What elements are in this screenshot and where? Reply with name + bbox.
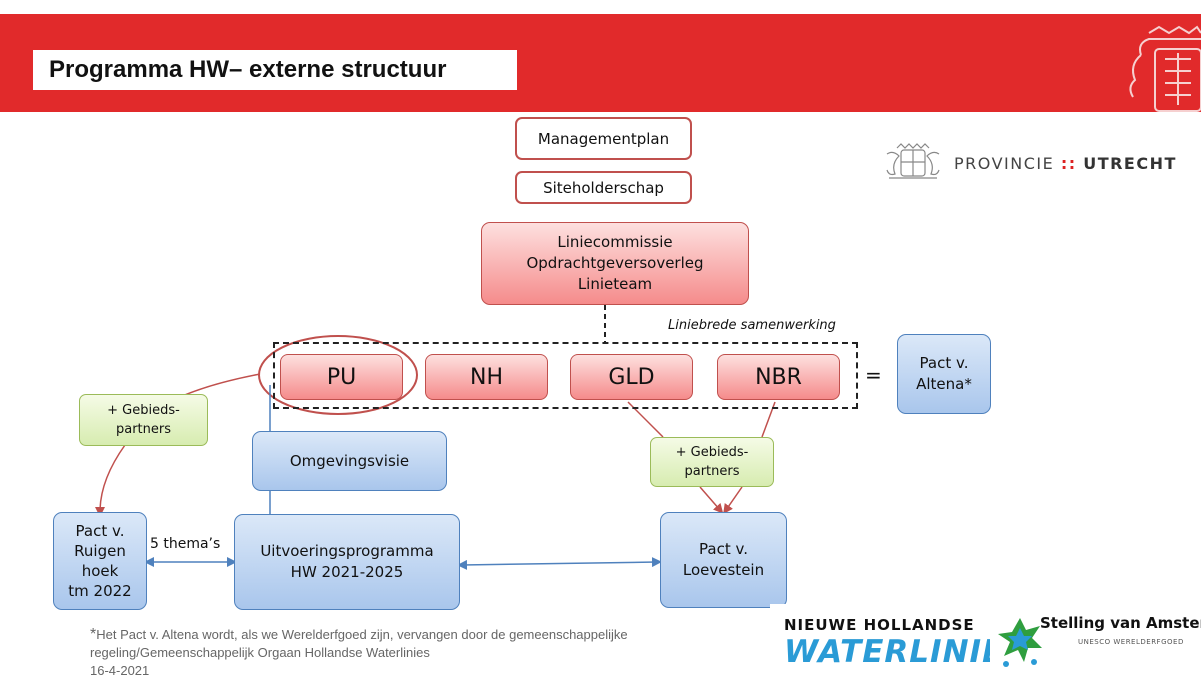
provincie-utrecht-logo: PROVINCIE :: UTRECHT: [883, 142, 1201, 186]
liniecommissie-line-1: Liniecommissie: [557, 233, 673, 251]
gebiedspartners-right-line-2: partners: [684, 464, 740, 479]
equals-sign: =: [865, 363, 882, 387]
pact-altena-box: Pact v. Altena*: [897, 334, 991, 414]
gebiedspartners-left-line-1: + Gebieds-: [107, 403, 180, 418]
provincie-word: PROVINCIE: [954, 154, 1055, 173]
pact-ruigenhoek-box: Pact v. Ruigen hoek tm 2022: [53, 512, 147, 610]
gebiedspartners-to-loevestein-arrow-1: [699, 486, 724, 514]
utrecht-word: UTRECHT: [1083, 154, 1177, 173]
omgevingsvisie-box: Omgevingsvisie: [252, 431, 447, 491]
liniecommissie-box: Liniecommissie Opdrachtgeversoverleg Lin…: [481, 222, 749, 305]
crest-icon: [886, 143, 940, 179]
province-nbr-box: NBR: [717, 354, 840, 400]
gebiedspartners-right-box: + Gebieds- partners: [650, 437, 774, 487]
province-pu-box: PU: [280, 354, 403, 400]
samenwerking-frame: [273, 342, 858, 409]
gebiedspartners-left-box: + Gebieds- partners: [79, 394, 208, 446]
pact-altena-line-1: Pact v.: [919, 354, 969, 372]
provincie-separator: ::: [1060, 154, 1077, 173]
pact-loevestein-line-1: Pact v.: [699, 540, 748, 558]
stelling-van-amsterdam-logo: Stelling van Amsterdam UNESCO WERELDERFG…: [990, 604, 1201, 674]
managementplan-box: Managementplan: [515, 117, 692, 160]
uitvoeringsprogramma-box: Uitvoeringsprogramma HW 2021-2025: [234, 514, 460, 610]
sva-logo-name: Stelling van Amsterdam: [1040, 614, 1201, 632]
nieuwe-hollandse-waterlinie-logo: NIEUWE HOLLANDSE WATERLINIE: [770, 604, 1003, 674]
footnote-star: *: [90, 626, 97, 643]
pu-highlight-ellipse: [258, 335, 418, 415]
nhw-logo-bottom: WATERLINIE: [784, 634, 1005, 670]
province-gld-label: GLD: [608, 364, 655, 390]
samenwerking-label: Liniebrede samenwerking: [668, 318, 836, 333]
province-nh-label: NH: [470, 364, 503, 390]
uitvoeringsprogramma-line-2: HW 2021-2025: [290, 563, 404, 581]
province-nh-box: NH: [425, 354, 548, 400]
uitvoeringsprogramma-line-1: Uitvoeringsprogramma: [260, 542, 434, 560]
pact-ruigenhoek-line-2: Ruigen: [74, 542, 126, 560]
gebiedspartners-right-line-1: + Gebieds-: [675, 445, 749, 460]
province-gld-box: GLD: [570, 354, 693, 400]
managementplan-label: Managementplan: [537, 129, 670, 148]
pact-ruigenhoek-line-3: hoek: [81, 562, 119, 580]
pact-loevestein-line-2: Loevestein: [682, 561, 765, 579]
pact-ruigenhoek-line-1: Pact v.: [75, 522, 125, 540]
pact-ruigenhoek-line-4: tm 2022: [68, 582, 132, 600]
province-nbr-label: NBR: [755, 364, 802, 390]
footnote-text: Het Pact v. Altena wordt, als we Werelde…: [90, 627, 628, 660]
siteholderschap-label: Siteholderschap: [543, 178, 664, 197]
pact-loevestein-box: Pact v. Loevestein: [660, 512, 787, 608]
provincie-utrecht-wordmark: PROVINCIE :: UTRECHT: [954, 154, 1177, 173]
city-crest-icon: [1129, 25, 1201, 112]
slide-title: Programma HW– externe structuur: [49, 56, 447, 83]
sva-logo-sub: UNESCO WERELDERFGOED: [1078, 638, 1184, 646]
fort-star-icon: [998, 618, 1042, 667]
liniecommissie-line-2: Opdrachtgeversoverleg: [526, 254, 704, 272]
liniecommissie-line-3: Linieteam: [577, 275, 653, 293]
pact-altena-line-2: Altena*: [916, 375, 972, 393]
province-pu-label: PU: [326, 364, 357, 390]
uitvoering-loevestein-arrow: [457, 557, 662, 570]
gebiedspartners-to-loevestein-arrow-2: [723, 486, 743, 515]
footnote-date: 16-4-2021: [90, 663, 150, 678]
gebiedspartners-left-line-2: partners: [115, 422, 171, 437]
themas-label: 5 thema’s: [150, 536, 221, 552]
nhw-logo-top: NIEUWE HOLLANDSE: [784, 616, 975, 634]
footnote: *Het Pact v. Altena wordt, als we Wereld…: [90, 626, 650, 680]
omgevingsvisie-label: Omgevingsvisie: [289, 451, 410, 470]
gebiedspartners-to-ruigenhoek-arrow: [95, 444, 126, 517]
siteholderschap-box: Siteholderschap: [515, 171, 692, 204]
title-box: Programma HW– externe structuur: [33, 50, 517, 90]
